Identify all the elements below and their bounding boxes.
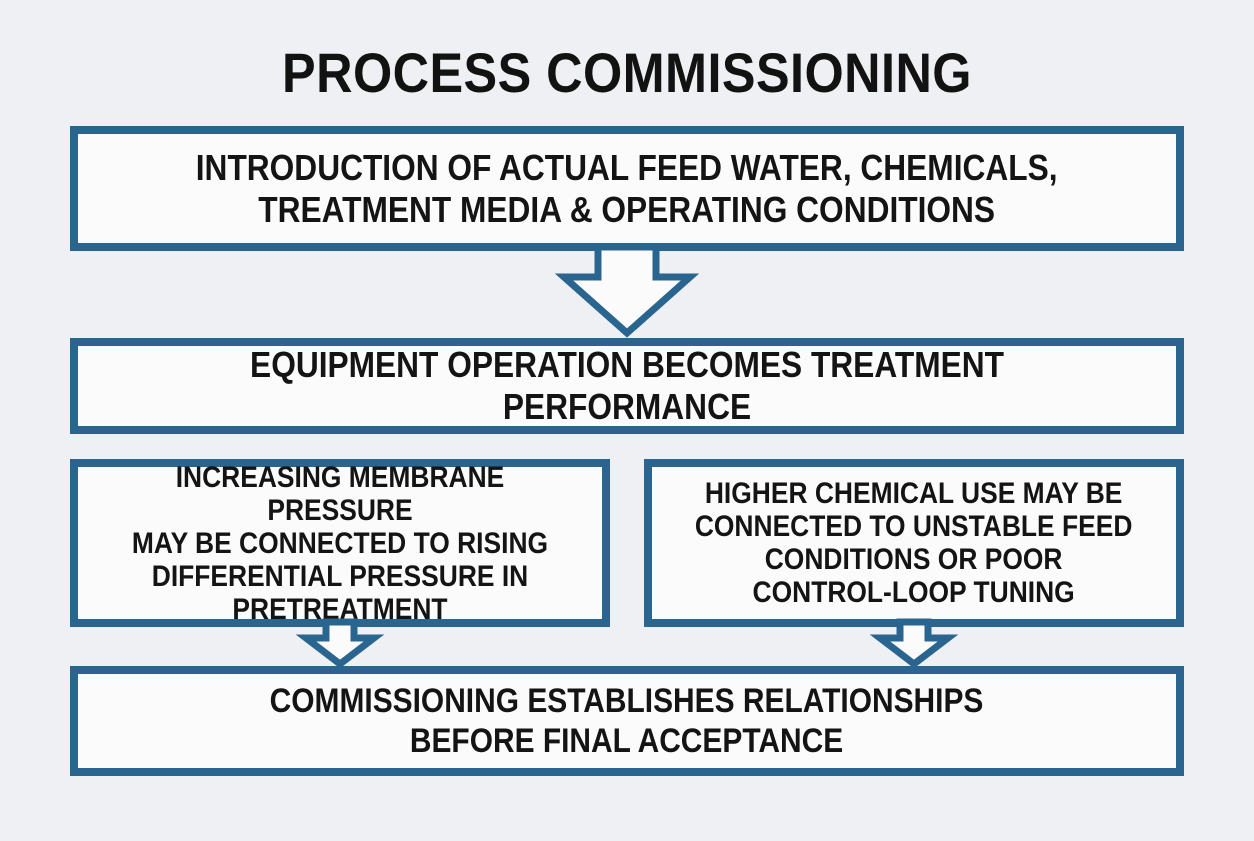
box-commissioning-relationships-text: COMMISSIONING ESTABLISHES RELATIONSHIPS … bbox=[270, 682, 984, 760]
box-chemical-use-text: HIGHER CHEMICAL USE MAY BE CONNECTED TO … bbox=[695, 477, 1133, 609]
arrow-down-right bbox=[869, 618, 959, 669]
box-membrane-pressure-text: INCREASING MEMBRANE PRESSURE MAY BE CONN… bbox=[131, 460, 549, 626]
arrow-down-main-1 bbox=[554, 243, 700, 338]
arrow-down-left bbox=[295, 618, 385, 669]
box-membrane-pressure: INCREASING MEMBRANE PRESSURE MAY BE CONN… bbox=[70, 459, 610, 627]
box-feed-introduction-text: INTRODUCTION OF ACTUAL FEED WATER, CHEMI… bbox=[196, 146, 1058, 230]
box-chemical-use: HIGHER CHEMICAL USE MAY BE CONNECTED TO … bbox=[644, 459, 1184, 627]
box-equipment-operation-text: EQUIPMENT OPERATION BECOMES TREATMENT PE… bbox=[250, 344, 1004, 427]
box-equipment-operation: EQUIPMENT OPERATION BECOMES TREATMENT PE… bbox=[70, 338, 1184, 434]
box-commissioning-relationships: COMMISSIONING ESTABLISHES RELATIONSHIPS … bbox=[70, 666, 1184, 776]
box-feed-introduction: INTRODUCTION OF ACTUAL FEED WATER, CHEMI… bbox=[70, 126, 1184, 251]
diagram-title: PROCESS COMMISSIONING bbox=[282, 41, 972, 104]
